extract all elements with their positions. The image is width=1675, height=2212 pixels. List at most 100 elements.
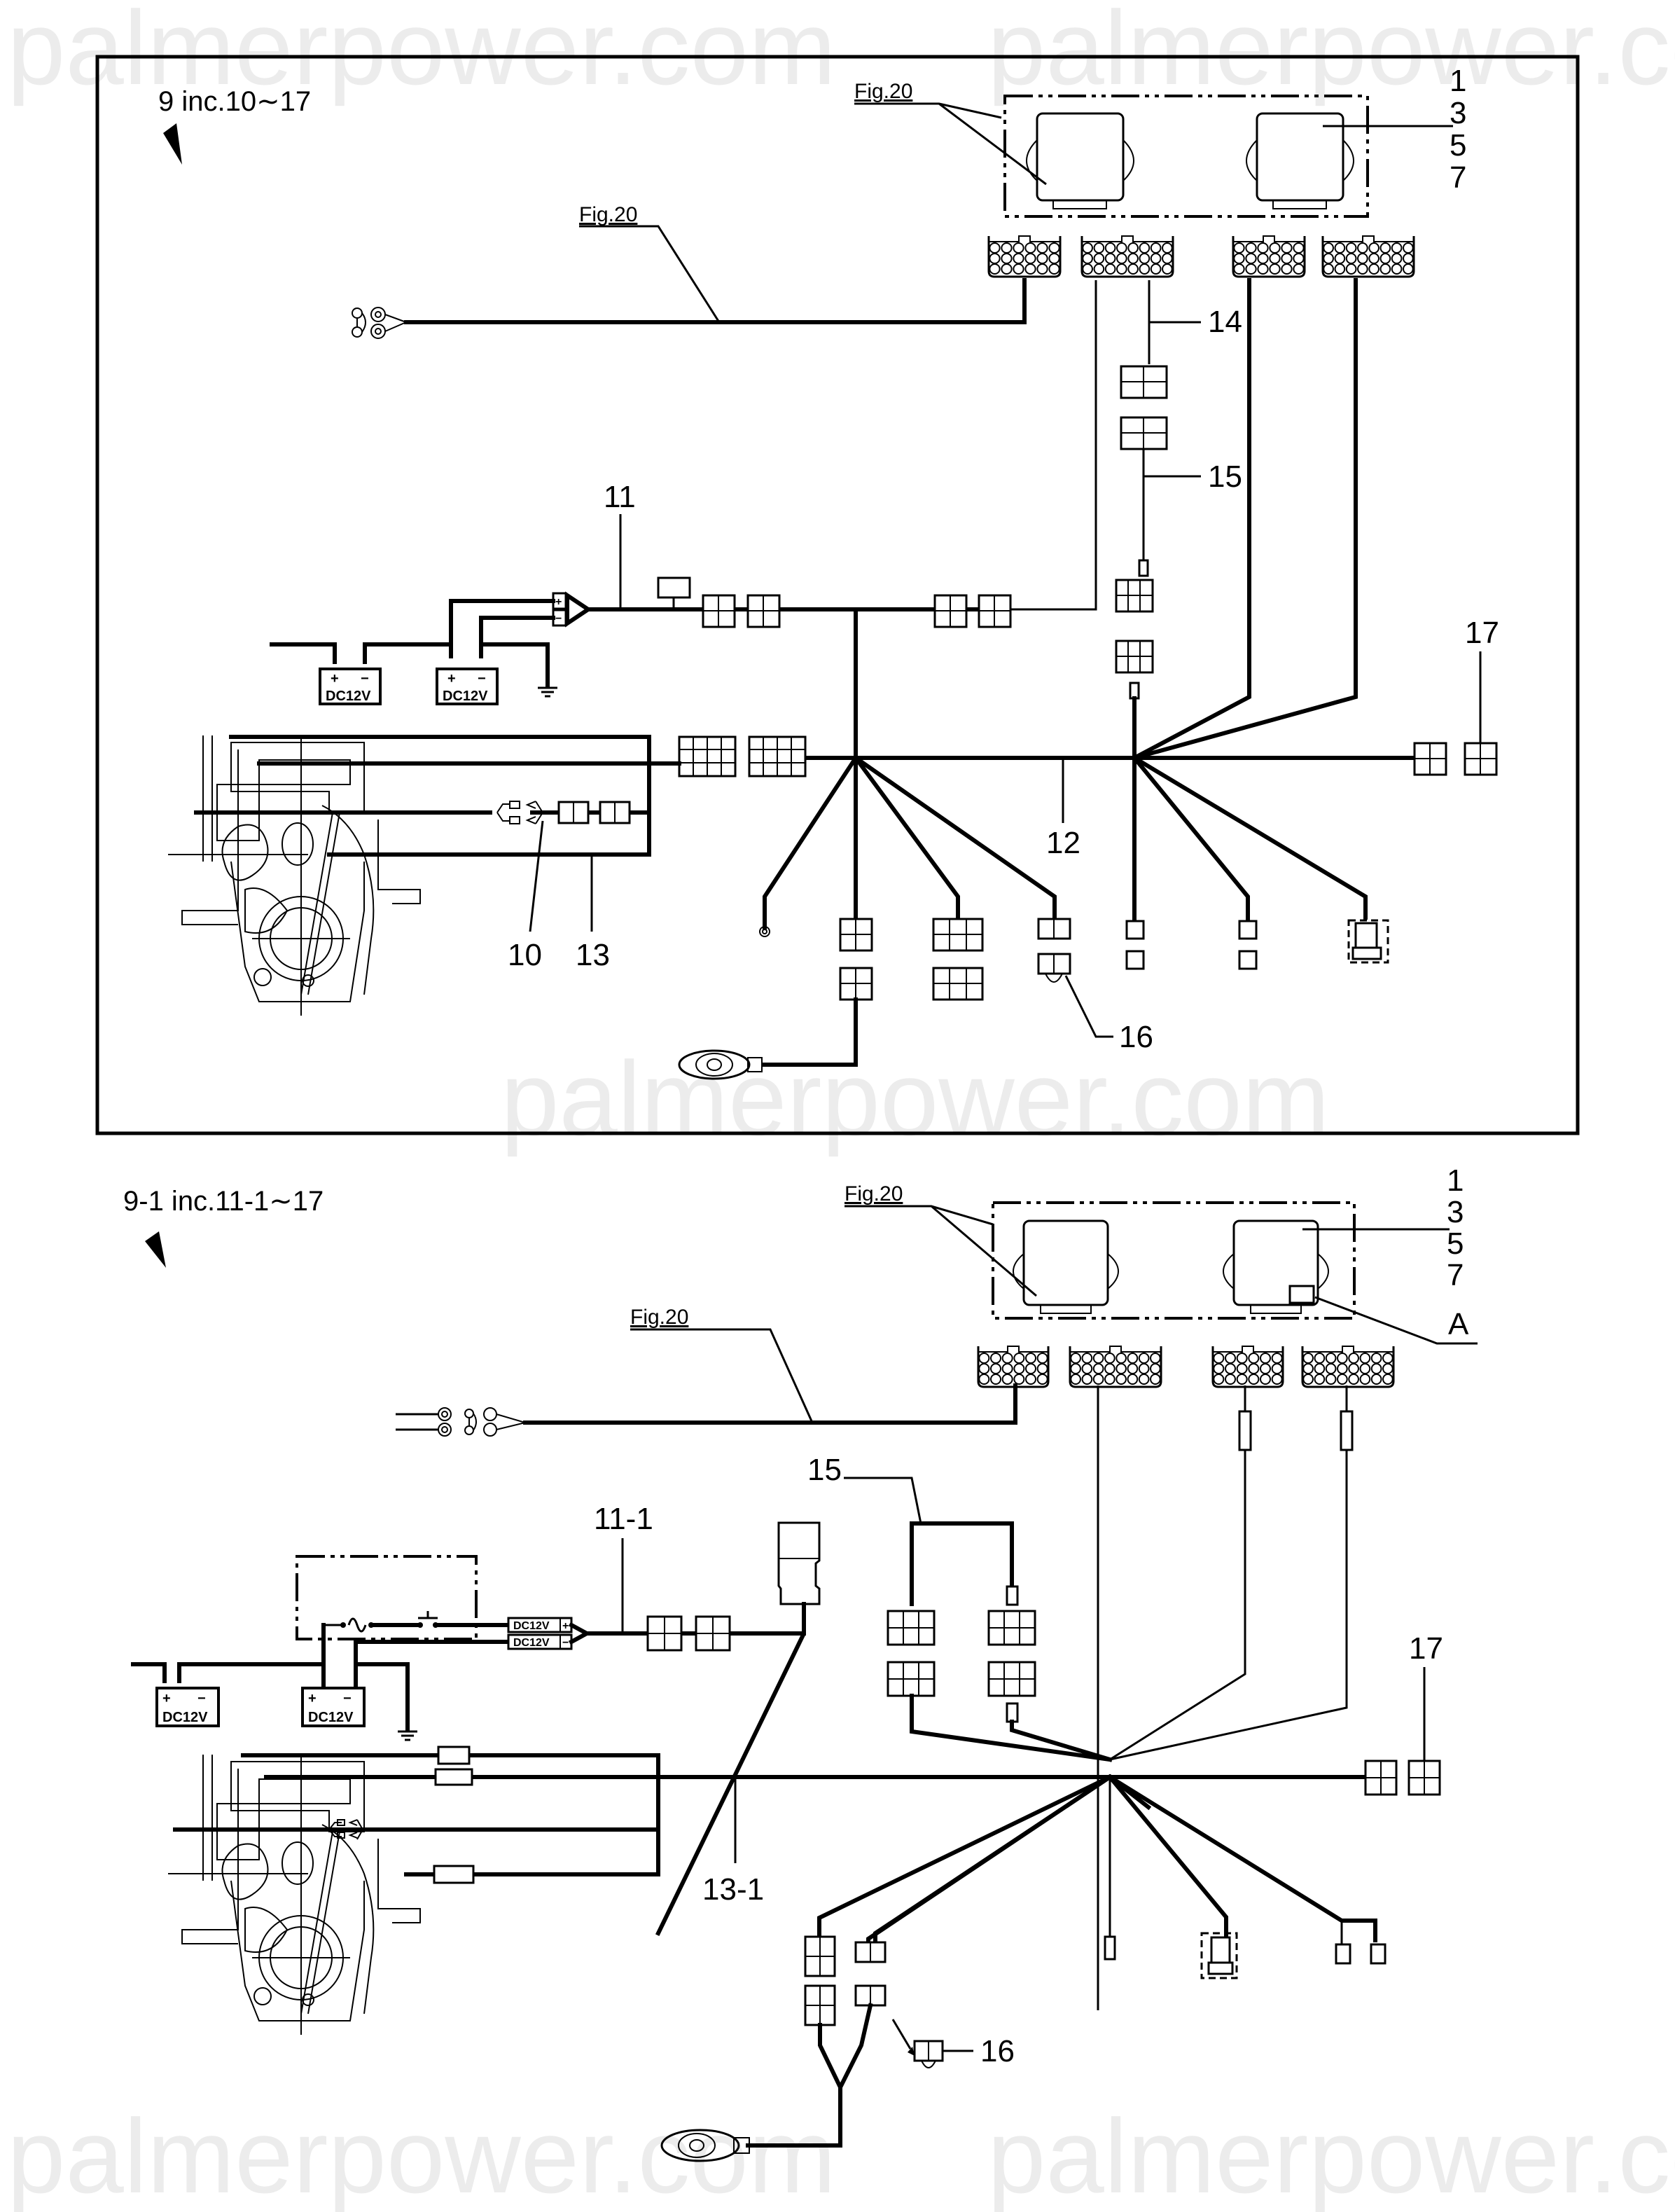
ground-icon — [398, 1730, 417, 1741]
upper-panel-heading: 9 inc.10∼17 — [158, 86, 311, 117]
connector-11-c — [746, 594, 781, 628]
connector-11-a — [657, 576, 691, 599]
watermark-top-right: palmerpower.com — [987, 0, 1675, 106]
terminal-plus-label: DC12V — [513, 1620, 550, 1632]
battery-minus-sign: − — [197, 1691, 206, 1706]
detail-a-callout: A — [1448, 1307, 1469, 1341]
fig20-harness: Fig.20 — [352, 203, 1027, 339]
fig20-ecu-ref: Fig.20 — [854, 80, 912, 103]
battery-1: + − DC12V — [131, 1662, 326, 1727]
ecu-group-lower: Fig.20 1 3 5 7 A — [845, 1163, 1478, 1345]
connector-2x2-lower — [804, 1935, 836, 2026]
pressure-sensor-icon — [678, 1049, 763, 1080]
upper-panel-frame — [95, 55, 1580, 1135]
ecu3-wire — [1109, 1450, 1246, 1761]
connector-10 — [496, 801, 544, 824]
callout-16-leader — [1064, 975, 1113, 1038]
single-pin-connector — [1104, 1935, 1116, 1961]
harness-11: 11 + − — [449, 480, 1012, 760]
ecu-group: Fig.20 1 3 5 7 — [854, 64, 1466, 218]
inline-fuse-holder-b — [434, 1768, 473, 1786]
part-number-7: 7 — [1447, 1258, 1464, 1292]
switch-sensor-icon — [1347, 919, 1389, 964]
connector-15-top — [1120, 416, 1168, 450]
ecu3-wire — [1131, 278, 1251, 761]
battery-plus-sign: + — [447, 671, 456, 686]
ring-terminals-icon — [396, 1407, 528, 1437]
terminal-minus: − — [562, 1637, 569, 1649]
callout-12: 12 — [1046, 826, 1080, 860]
battery-minus-sign: − — [343, 1691, 352, 1706]
inline-resistor-2 — [1340, 1410, 1354, 1451]
single-pin-connector-b — [1238, 920, 1258, 970]
connector-15-left-bottom — [887, 1661, 936, 1697]
battery-minus-sign: − — [361, 671, 369, 686]
terminal-block: DC12V DC12V + − — [507, 1617, 592, 1650]
part-number-1: 1 — [1447, 1163, 1464, 1198]
terminal-plus: + — [562, 1620, 569, 1632]
connector-17-pair — [1413, 742, 1498, 776]
battery-label: DC12V — [326, 689, 371, 704]
ecu-connector-1 — [977, 1346, 1050, 1388]
battery-plus-sign: + — [162, 1691, 171, 1706]
fig20-harness-ref: Fig.20 — [630, 1306, 688, 1329]
part-number-7: 7 — [1450, 160, 1466, 195]
callout-13-1: 13-1 — [702, 1872, 764, 1907]
callout-16-arrow — [891, 2019, 912, 2049]
single-pin-connector-a — [1125, 920, 1145, 970]
callout-17: 17 — [1465, 616, 1499, 650]
relay-connector — [655, 1521, 821, 1937]
ecu-connector-4 — [1301, 1346, 1395, 1388]
callout-17: 17 — [1409, 1631, 1443, 1666]
terminal-plus: + — [555, 596, 562, 608]
fig20-ecu-ref: Fig.20 — [845, 1182, 903, 1205]
callout-10: 10 — [508, 938, 542, 972]
engine-drawing-lower — [168, 1755, 421, 2035]
ecu-part-numbers: 1 3 5 7 — [1450, 64, 1466, 195]
connector-15-left-top — [887, 1610, 936, 1646]
inline-fuse-2 — [1006, 1702, 1019, 1723]
watermark-bottom-right: palmerpower.com — [987, 2097, 1675, 2212]
ecu2-wire — [994, 280, 1097, 611]
connector-11-1-a — [646, 1615, 683, 1652]
part-number-3: 3 — [1450, 96, 1466, 130]
watermark-bottom-left: palmerpower.com — [7, 2097, 836, 2212]
ecu-connectors — [987, 235, 1415, 278]
connector-15-right-bottom — [987, 1661, 1036, 1697]
part-number-5: 5 — [1447, 1226, 1464, 1261]
ecu-connector-4 — [1321, 235, 1415, 278]
terminal-minus: − — [555, 613, 562, 625]
callout-13: 13 — [576, 938, 610, 972]
upper-panel: 9 inc.10∼17 Fig.20 1 3 5 7 — [95, 55, 1580, 1135]
callout-11-1: 11-1 — [594, 1502, 653, 1536]
inline-fuse-2 — [1129, 682, 1140, 700]
ecu-connector-3 — [1211, 1346, 1284, 1388]
callout-11: 11 — [604, 480, 636, 514]
connector-2pin-lower — [854, 1941, 887, 2007]
connector-11-b — [702, 594, 736, 628]
connector-10-lower — [328, 1819, 364, 1840]
detail-a-leader — [1314, 1296, 1478, 1345]
ecu-unit-left — [1013, 1219, 1119, 1314]
terminal-minus-label: DC12V — [513, 1637, 550, 1649]
ring-terminals-icon — [352, 307, 408, 339]
ecu-connector-2 — [1080, 235, 1174, 278]
part-number-5: 5 — [1450, 128, 1466, 163]
callout-15: 15 — [1208, 459, 1242, 494]
watermarks: palmerpower.com palmerpower.com palmerpo… — [7, 0, 1675, 2212]
inline-resistor — [1238, 1410, 1252, 1451]
connector-13-a — [557, 801, 590, 824]
ecu-unit-left — [1026, 112, 1134, 209]
inline-fuse-holder-a — [437, 1746, 471, 1765]
connector-14-end — [1120, 365, 1168, 399]
ground-icon — [538, 686, 557, 698]
connector-11-d — [933, 594, 968, 628]
ecu-connector-2 — [1069, 1346, 1162, 1388]
trunk-connector-a — [678, 735, 737, 777]
ecu4-wire — [1109, 1450, 1348, 1761]
inline-fuse-holder-c — [433, 1865, 475, 1884]
pressure-sensor-icon — [660, 2129, 750, 2162]
trunk-connector-b — [748, 735, 807, 777]
lower-panel: 9-1 inc.11-1∼17 Fig.20 1 3 5 7 — [123, 1163, 1478, 2162]
fig20-ecu-leader — [854, 102, 1047, 186]
